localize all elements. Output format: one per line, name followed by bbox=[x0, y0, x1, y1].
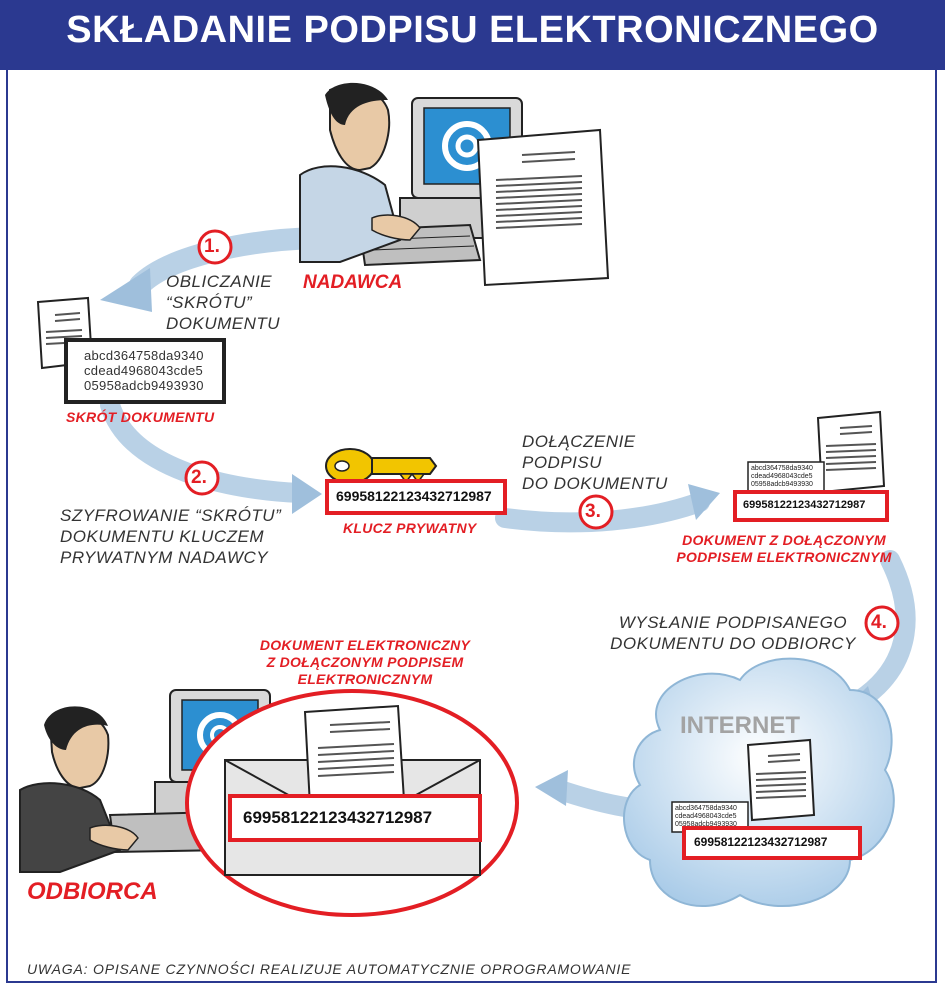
step-1-line-1: OBLICZANIE bbox=[166, 272, 273, 291]
sender-illustration bbox=[299, 82, 610, 287]
hash-text: abcd364758da9340 cdead4968043cde5 05958a… bbox=[84, 348, 204, 393]
signed-document-signature-box bbox=[733, 490, 889, 522]
cloud-hash-line-1: abcd364758da9340 bbox=[675, 805, 737, 812]
footer-note: UWAGA: OPISANE CZYNNOŚCI REALIZUJE AUTOM… bbox=[27, 961, 632, 977]
recipient-label: ODBIORCA bbox=[27, 878, 158, 905]
step-4-line-2: DOKUMENTU DO ODBIORCY bbox=[610, 634, 856, 653]
signed-hash-line-1: abcd364758da9340 bbox=[751, 465, 813, 472]
step-2-number: 2. bbox=[191, 467, 207, 488]
cloud-hash-line-3: 05958adcb9493930 bbox=[675, 821, 737, 828]
step-3-line-2: PODPISU bbox=[522, 453, 603, 472]
signed-document-caption-line-1: DOKUMENT Z DOŁĄCZONYM bbox=[682, 532, 886, 548]
flow-arrow-3 bbox=[495, 484, 720, 533]
step-3-line-1: DOŁĄCZENIE bbox=[522, 432, 636, 451]
cloud-signature: 69958122123432712987 bbox=[694, 835, 828, 849]
private-key-box bbox=[325, 479, 507, 515]
signed-document-caption-line-2: PODPISEM ELEKTRONICZNYM bbox=[676, 549, 892, 565]
step-3-line-3: DO DOKUMENTU bbox=[522, 474, 668, 493]
delivered-document-caption: DOKUMENT ELEKTRONICZNY Z DOŁĄCZONYM PODP… bbox=[230, 637, 500, 688]
step-2-line-2: DOKUMENTU KLUCZEM bbox=[60, 527, 265, 546]
envelope-signature-box bbox=[228, 794, 482, 842]
step-3-text: DOŁĄCZENIE PODPISU DO DOKUMENTU bbox=[522, 431, 668, 494]
title-banner: SKŁADANIE PODPISU ELEKTRONICZNEGO bbox=[0, 0, 945, 70]
cloud-document-hash: abcd364758da9340 cdead4968043cde5 05958a… bbox=[675, 805, 737, 829]
step-1-text: OBLICZANIE “SKRÓTU” DOKUMENTU bbox=[166, 271, 280, 334]
internet-label: INTERNET bbox=[680, 712, 800, 739]
signed-document-caption: DOKUMENT Z DOŁĄCZONYM PODPISEM ELEKTRONI… bbox=[650, 532, 918, 566]
hash-line-1: abcd364758da9340 bbox=[84, 348, 204, 363]
signed-document-signature: 69958122123432712987 bbox=[743, 499, 866, 511]
step-2-line-3: PRYWATNYM NADAWCY bbox=[60, 548, 269, 567]
step-2-badge bbox=[184, 460, 220, 496]
private-key-value: 69958122123432712987 bbox=[336, 488, 492, 504]
signed-document-hash: abcd364758da9340 cdead4968043cde5 05958a… bbox=[751, 465, 813, 489]
step-1-number: 1. bbox=[204, 236, 220, 257]
private-key-caption: KLUCZ PRYWATNY bbox=[343, 520, 477, 536]
hash-document-illustration bbox=[36, 296, 226, 404]
step-4-text: WYSŁANIE PODPISANEGO DOKUMENTU DO ODBIOR… bbox=[598, 612, 868, 654]
cloud-document-illustration bbox=[671, 738, 816, 833]
frame-border bbox=[6, 70, 937, 983]
step-1-line-3: DOKUMENTU bbox=[166, 314, 281, 333]
step-3-badge bbox=[578, 494, 614, 530]
cloud-hash-line-2: cdead4968043cde5 bbox=[675, 813, 737, 820]
step-2-text: SZYFROWANIE “SKRÓTU” DOKUMENTU KLUCZEM P… bbox=[60, 505, 281, 568]
hash-caption: SKRÓT DOKUMENTU bbox=[66, 409, 215, 425]
delivered-caption-line-1: DOKUMENT ELEKTRONICZNY bbox=[259, 637, 471, 653]
envelope-signature: 69958122123432712987 bbox=[243, 808, 433, 827]
hash-line-3: 05958adcb9493930 bbox=[84, 378, 204, 393]
signed-document-illustration bbox=[747, 410, 886, 494]
step-1-line-2: “SKRÓTU” bbox=[166, 293, 253, 312]
step-4-line-1: WYSŁANIE PODPISANEGO bbox=[618, 613, 848, 632]
page-title: SKŁADANIE PODPISU ELEKTRONICZNEGO bbox=[66, 9, 879, 51]
step-1-badge bbox=[197, 229, 233, 265]
step-4-number: 4. bbox=[871, 612, 887, 633]
step-3-number: 3. bbox=[585, 501, 601, 522]
step-2-line-1: SZYFROWANIE “SKRÓTU” bbox=[60, 506, 282, 525]
delivered-caption-line-2: Z DOŁĄCZONYM PODPISEM bbox=[266, 654, 464, 670]
signed-hash-line-3: 05958adcb9493930 bbox=[751, 481, 813, 488]
delivered-caption-line-3: ELEKTRONICZNYM bbox=[297, 671, 433, 687]
key-icon bbox=[325, 448, 438, 484]
cloud-signature-box bbox=[682, 826, 862, 860]
hash-line-2: cdead4968043cde5 bbox=[84, 363, 204, 378]
step-4-badge bbox=[864, 605, 900, 641]
signed-hash-line-2: cdead4968043cde5 bbox=[751, 473, 813, 480]
sender-label: NADAWCA bbox=[303, 272, 403, 293]
